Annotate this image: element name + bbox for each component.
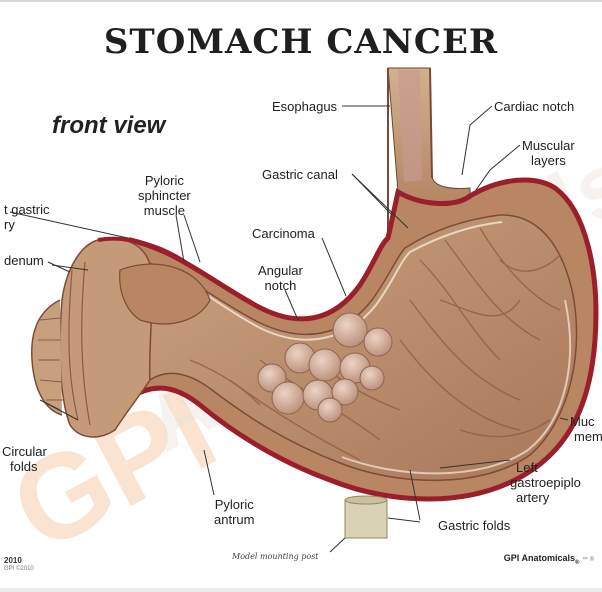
copyright-notice: 2010 GPI ©2010 — [4, 556, 34, 574]
label-left-gastric-artery: t gastric ry — [4, 202, 50, 232]
label-pyloric-antrum: Pyloric antrum — [214, 497, 254, 527]
label-muscular-line1: Muscular — [522, 138, 575, 153]
brand-mark: ® — [575, 560, 579, 566]
stomach-inner-cavity — [143, 215, 577, 480]
label-pyloric-sphincter-line2: sphincter — [138, 188, 191, 203]
copyright-year: 2010 — [4, 556, 22, 565]
label-mucous-line2: mem — [570, 429, 602, 444]
label-gastroepiploic-line2: gastroepiplo — [510, 475, 581, 490]
label-antrum-line2: antrum — [214, 512, 254, 527]
label-mounting-post: Model mounting post — [232, 549, 319, 564]
label-muscular-line2: layers — [522, 153, 575, 168]
label-duodenum: denum — [4, 253, 44, 268]
brand-logo: GPI Anatomicals® ™ ® — [504, 553, 594, 566]
label-angular-line2: notch — [258, 278, 303, 293]
label-mucous-line1: Muc — [570, 414, 602, 429]
brand-suffix: ™ ® — [582, 557, 594, 563]
copyright-line2: GPI ©2010 — [4, 565, 34, 574]
label-cardiac-notch: Cardiac notch — [494, 99, 574, 114]
view-subtitle: front view — [52, 112, 165, 140]
poster-title: STOMACH CANCER — [0, 22, 602, 62]
label-angular-notch: Angular notch — [258, 263, 303, 293]
label-pyloric-sphincter-line1: Pyloric — [138, 173, 191, 188]
label-esophagus: Esophagus — [272, 99, 337, 114]
label-gastric-folds: Gastric folds — [438, 518, 510, 533]
label-carcinoma: Carcinoma — [252, 226, 315, 241]
label-muscular-layers: Muscular layers — [522, 138, 575, 168]
label-antrum-line1: Pyloric — [214, 497, 254, 512]
label-left-gastric-line2: ry — [4, 217, 50, 232]
label-left-gastric-line1: t gastric — [4, 202, 50, 217]
label-angular-line1: Angular — [258, 263, 303, 278]
mounting-post — [345, 500, 387, 538]
label-circular-line2: folds — [2, 459, 47, 474]
label-circular-folds: Circular folds — [2, 444, 47, 474]
label-gastric-canal: Gastric canal — [262, 167, 338, 182]
label-left-gastroepiploic: Left gastroepiplo artery — [510, 460, 581, 505]
label-mucous-membrane: Muc mem — [570, 414, 602, 444]
bottom-border — [0, 588, 602, 592]
label-gastroepiploic-line1: Left — [510, 460, 581, 475]
label-pyloric-sphincter-line3: muscle — [138, 203, 191, 218]
label-pyloric-sphincter: Pyloric sphincter muscle — [138, 173, 191, 218]
label-circular-line1: Circular — [2, 444, 47, 459]
brand-name: GPI Anatomicals — [504, 553, 575, 563]
label-gastroepiploic-line3: artery — [510, 490, 581, 505]
